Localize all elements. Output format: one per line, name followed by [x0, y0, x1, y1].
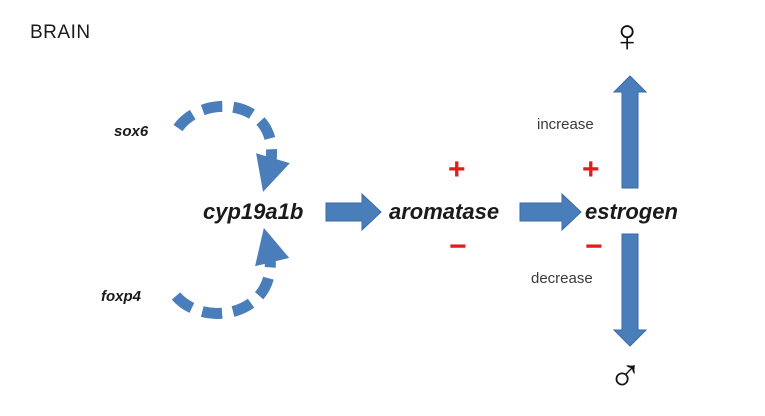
arrow-gene-to-enzyme	[325, 192, 382, 232]
arrow-down-to-male	[612, 233, 648, 347]
male-symbol-icon: ♂	[608, 349, 643, 401]
sign-enzyme-plus: +	[448, 153, 466, 186]
region-label: BRAIN	[30, 22, 91, 43]
sox6-regulation-arc	[173, 101, 290, 192]
sign-hormone-minus: −	[585, 230, 603, 263]
sign-hormone-plus: +	[582, 153, 600, 186]
sign-enzyme-minus: −	[449, 230, 467, 263]
node-sox6: sox6	[114, 123, 149, 140]
label-increase: increase	[537, 116, 594, 133]
female-symbol-icon: ♀	[610, 9, 645, 61]
node-estrogen: estrogen	[585, 199, 678, 224]
foxp4-regulation-arc	[171, 227, 290, 319]
node-foxp4: foxp4	[101, 288, 142, 305]
arrow-up-to-female	[612, 75, 648, 189]
label-decrease: decrease	[531, 270, 593, 287]
arrow-enzyme-to-hormone	[519, 192, 582, 232]
node-cyp19a1b: cyp19a1b	[203, 199, 304, 224]
node-aromatase: aromatase	[389, 199, 500, 224]
